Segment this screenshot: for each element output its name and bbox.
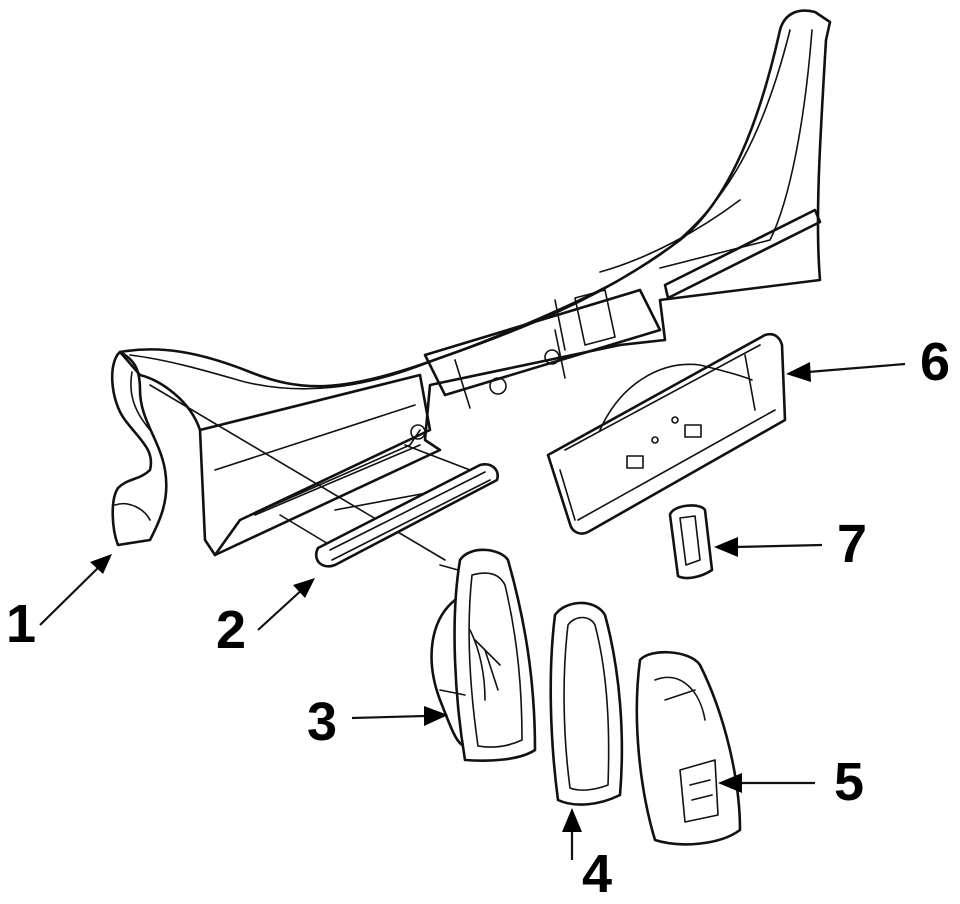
arrow-6 xyxy=(786,362,811,382)
leader-3 xyxy=(351,714,426,720)
arrow-5 xyxy=(718,773,742,793)
callout-7: 7 xyxy=(837,514,867,574)
arrow-7 xyxy=(714,537,738,557)
rear-body-panel xyxy=(110,9,832,557)
part-3-lamp-housing xyxy=(430,548,537,762)
part-4-gasket xyxy=(549,601,624,806)
leader-6 xyxy=(807,362,906,374)
leader-lines xyxy=(39,362,906,860)
leader-2 xyxy=(257,586,306,631)
assembly-guide-lines xyxy=(149,384,471,561)
callout-6: 6 xyxy=(920,332,950,392)
part-6-center-lamp xyxy=(546,332,787,535)
callout-labels: 1 2 3 4 5 6 7 xyxy=(6,332,950,904)
leader-1 xyxy=(39,562,104,626)
callout-1: 1 xyxy=(6,594,36,654)
part-5-lens xyxy=(635,650,742,846)
callout-3: 3 xyxy=(307,692,337,752)
callout-5: 5 xyxy=(834,752,864,812)
arrow-2 xyxy=(293,578,315,598)
part-2-reflector-strip xyxy=(314,463,499,568)
callout-4: 4 xyxy=(582,844,612,904)
callout-2: 2 xyxy=(216,600,246,660)
arrow-1 xyxy=(90,554,112,574)
part-7-socket xyxy=(668,504,714,580)
leader-7 xyxy=(734,543,823,549)
arrow-4 xyxy=(562,808,582,832)
arrow-3 xyxy=(424,706,448,726)
